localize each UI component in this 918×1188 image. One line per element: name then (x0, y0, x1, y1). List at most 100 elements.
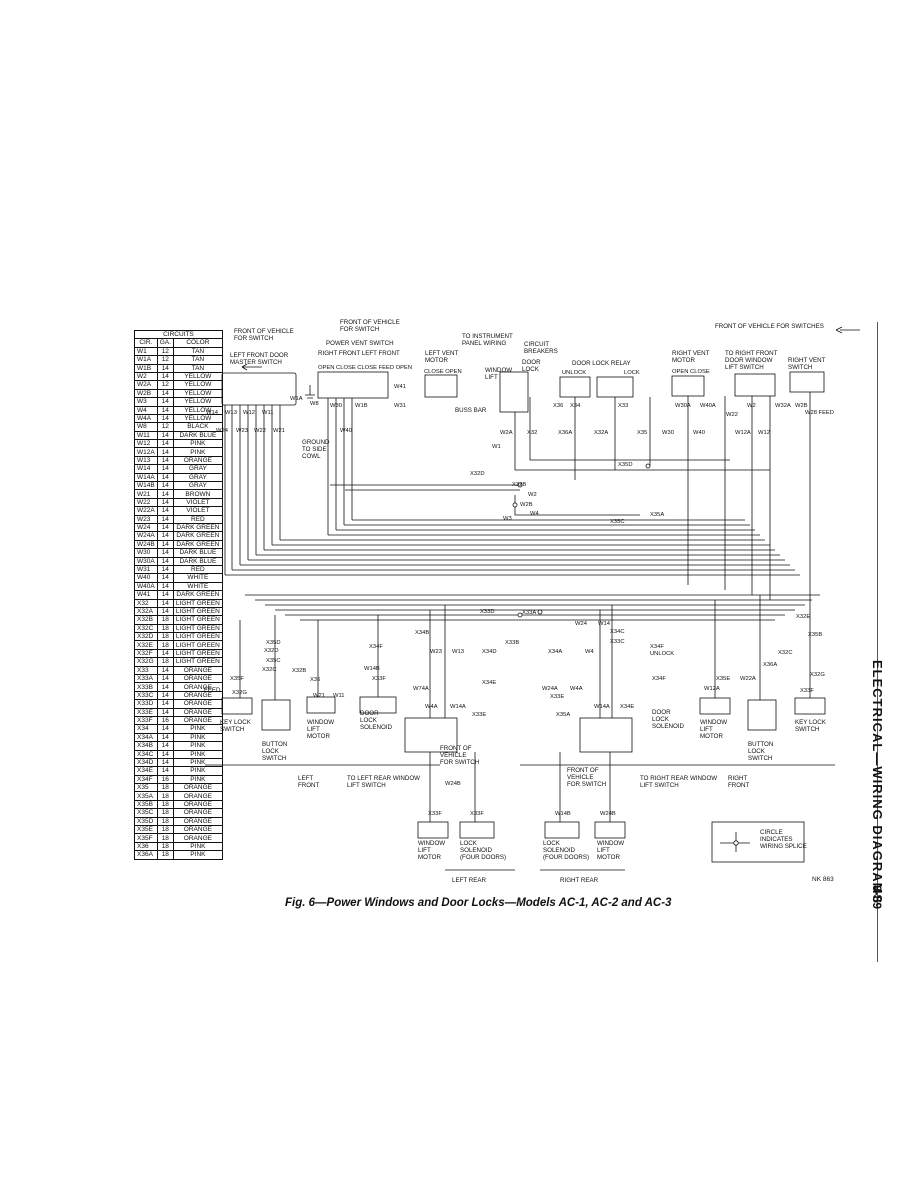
button-lock-switch-left-body (261, 699, 291, 731)
wire-code-label: W28 FEED (805, 410, 834, 416)
splice-x35d (645, 463, 651, 469)
splice-legend-circle (733, 840, 739, 846)
wire-code-label: X33F (428, 811, 442, 817)
wire-code-label: W4A (425, 704, 438, 710)
wire-code-label: X32G (232, 690, 247, 696)
wire-code-label: W74A (413, 686, 429, 692)
wire-code-label: W30A (675, 403, 691, 409)
wire-code-label: X34C (610, 629, 625, 635)
wire-code-label: X35A (556, 712, 570, 718)
wire-code-label: X34 (570, 403, 581, 409)
wire-code-label: X36A (763, 662, 777, 668)
wire-code-label: W40A (700, 403, 716, 409)
wire-code-label: X36 (310, 677, 320, 683)
wire-code-label: W4 (530, 511, 539, 517)
window-lift-breaker (499, 371, 529, 413)
master-switch-body (221, 372, 297, 406)
wire-code-label: W13 (452, 649, 464, 655)
label-right-rear: RIGHT REAR (560, 877, 599, 884)
wire-code-label: X34E (620, 704, 634, 710)
wire-code-label: W24B (600, 811, 616, 817)
wire-code-label: W23 (236, 428, 248, 434)
wire-code-label: W3 (503, 516, 512, 522)
wire-code-label: W12 (243, 410, 255, 416)
wire-code-label: W12A (735, 430, 751, 436)
wire-code-label: W24A (542, 686, 558, 692)
wire-code-label: W31 (394, 403, 406, 409)
wire-code-label: X35E (716, 676, 730, 682)
wire-code-label: W14A (450, 704, 466, 710)
splice-legend-box (711, 821, 805, 863)
wire-code-label: W14 (206, 410, 219, 416)
wire-code-label: W24B (445, 781, 461, 787)
left-vent-motor-body (424, 374, 458, 398)
wire-code-label: X35A (650, 512, 664, 518)
wire-code-label: W21 (313, 693, 325, 699)
side-title: ELECTRICAL—WIRING DIAGRAMS (870, 660, 892, 904)
reference-code: NK 863 (812, 876, 834, 883)
wire-code-label: W2B (795, 403, 808, 409)
wire-code-label: X34D (482, 649, 497, 655)
label-relay-lock: LOCK (624, 370, 640, 376)
wire-code-label: W1 (492, 444, 501, 450)
key-lock-switch-right-body (794, 697, 826, 715)
splice-w2b (512, 502, 518, 508)
figure-caption: Fig. 6—Power Windows and Door Locks—Mode… (285, 897, 672, 909)
wire-code-label: X35F (230, 676, 244, 682)
wire-code-label: X36 (553, 403, 563, 409)
margin-rule (877, 322, 878, 962)
wire-code-label: W12A (704, 686, 720, 692)
page-number-text: 8-89 (870, 885, 884, 910)
wire-code-label: X35C (266, 658, 281, 664)
right-front-window-switch (734, 373, 776, 397)
wire-code-label: X34B (415, 630, 429, 636)
wire-code-label: W11 (262, 410, 274, 416)
wire-code-label: W2 (528, 492, 537, 498)
front-arrow-left (241, 363, 262, 371)
wire-code-label: W1A (290, 396, 303, 402)
wire-code-label: W14B (555, 811, 571, 817)
wire-code-label: X33B (505, 640, 519, 646)
wire-code-label: X36A (558, 430, 572, 436)
window-lift-motor-right-body (699, 697, 731, 715)
wire-code-label: X34F (650, 644, 664, 650)
wire-code-label: X32A (594, 430, 608, 436)
wire-code-label: W22 (254, 428, 266, 434)
wire-code-label: W2 (747, 403, 756, 409)
wire-code-label: X32C (778, 650, 793, 656)
page-number: 8-89 (870, 885, 890, 909)
wire-code-label: W30 (330, 403, 342, 409)
wire-code-label: X34A (548, 649, 562, 655)
wire-code-label: X34F (369, 644, 383, 650)
front-arrow-right (835, 326, 860, 334)
label-relay-unlock: UNLOCK (562, 370, 586, 376)
lr-window-motor-body (417, 821, 449, 839)
label-close-open: CLOSE OPEN (424, 369, 462, 375)
wire-code-label: W11 (333, 693, 345, 699)
lr-window-switch-body (404, 717, 458, 753)
wire-code-label: X32B (292, 668, 306, 674)
